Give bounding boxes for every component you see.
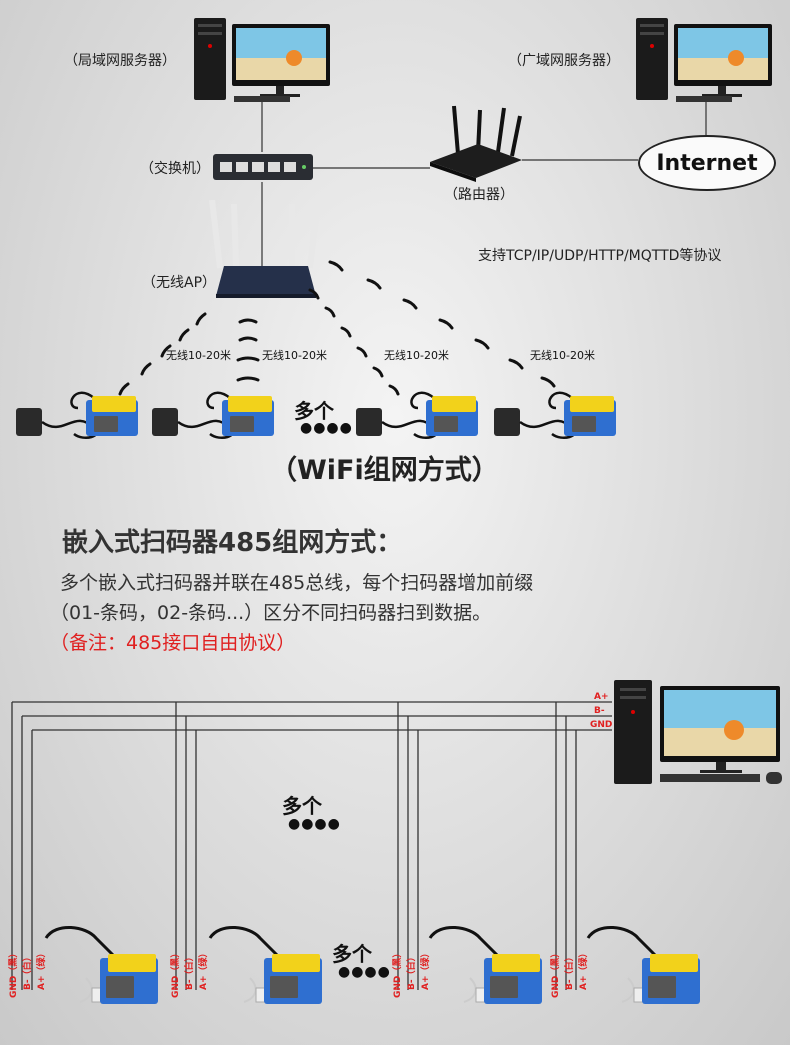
rs485-bus-lines bbox=[11, 701, 612, 990]
wireless-ap-device bbox=[200, 199, 330, 308]
wire-tag-g2-a: A+（绿） bbox=[199, 948, 209, 990]
internet-cloud: Internet bbox=[638, 135, 776, 191]
wifi-title: （WiFi组网方式） bbox=[270, 455, 499, 486]
switch-label: （交换机） bbox=[140, 161, 210, 177]
bus-scanner-1 bbox=[36, 918, 166, 1018]
router-label: （路由器） bbox=[444, 187, 514, 203]
wire-tag-g4-gnd: GND（黑） bbox=[551, 948, 561, 998]
wire-tag-g1-gnd: GND（黑） bbox=[9, 948, 19, 998]
multi-label-bus-lower: 多个 bbox=[332, 942, 372, 966]
bus-label-gnd: GND bbox=[590, 720, 613, 730]
bus-scanner-4 bbox=[578, 918, 708, 1018]
wifi-signal-icon bbox=[118, 260, 556, 396]
bus-scanner-3 bbox=[420, 918, 550, 1018]
section-note: （备注：485接口自由协议） bbox=[50, 632, 296, 654]
dots-bus-upper: ●●●● bbox=[288, 816, 341, 832]
wifi-scanner-group-1 bbox=[14, 378, 144, 458]
wire-tag-g1-b: B-（白） bbox=[23, 952, 33, 990]
router-device bbox=[428, 104, 524, 186]
range-label-1: 无线10-20米 bbox=[166, 349, 231, 362]
section-line-2: （01-条码，02-条码...）区分不同扫码器扫到数据。 bbox=[50, 602, 492, 624]
multi-label-wifi: 多个 bbox=[294, 399, 334, 423]
ap-label: （无线AP） bbox=[142, 275, 217, 291]
protocols-text: 支持TCP/IP/UDP/HTTP/MQTTD等协议 bbox=[478, 248, 722, 264]
wire-tag-g3-gnd: GND（黑） bbox=[393, 948, 403, 998]
lan-server-computer bbox=[190, 14, 340, 104]
network-lines bbox=[261, 100, 707, 270]
bus-label-b: B- bbox=[594, 706, 605, 716]
wifi-scanner-group-3 bbox=[354, 378, 484, 458]
wire-tag-g1-a: A+（绿） bbox=[37, 948, 47, 990]
wifi-scanner-group-2 bbox=[150, 378, 280, 458]
dots-bus-lower: ●●●● bbox=[338, 964, 391, 980]
wan-server-computer bbox=[632, 14, 782, 104]
bus-host-computer bbox=[612, 676, 788, 788]
switch-device bbox=[212, 150, 314, 188]
section-heading: 嵌入式扫码器485组网方式： bbox=[62, 528, 403, 558]
dots-wifi: ●●●● bbox=[300, 420, 353, 436]
lan-server-label: （局域网服务器） bbox=[64, 53, 176, 69]
wifi-scanner-group-4 bbox=[492, 378, 622, 458]
wire-tag-g3-b: B-（白） bbox=[407, 952, 417, 990]
bus-scanner-2 bbox=[200, 918, 330, 1018]
wire-tag-g2-gnd: GND（黑） bbox=[171, 948, 181, 998]
wire-tag-g4-b: B-（白） bbox=[565, 952, 575, 990]
wire-tag-g2-b: B-（白） bbox=[185, 952, 195, 990]
bus-label-a: A+ bbox=[594, 692, 609, 702]
section-line-1: 多个嵌入式扫码器并联在485总线，每个扫码器增加前缀 bbox=[60, 572, 534, 594]
wire-tag-g3-a: A+（绿） bbox=[421, 948, 431, 990]
multi-label-bus-upper: 多个 bbox=[282, 794, 322, 818]
range-label-3: 无线10-20米 bbox=[384, 349, 449, 362]
range-label-4: 无线10-20米 bbox=[530, 349, 595, 362]
wan-server-label: （广域网服务器） bbox=[508, 53, 620, 69]
range-label-2: 无线10-20米 bbox=[262, 349, 327, 362]
wire-tag-g4-a: A+（绿） bbox=[579, 948, 589, 990]
